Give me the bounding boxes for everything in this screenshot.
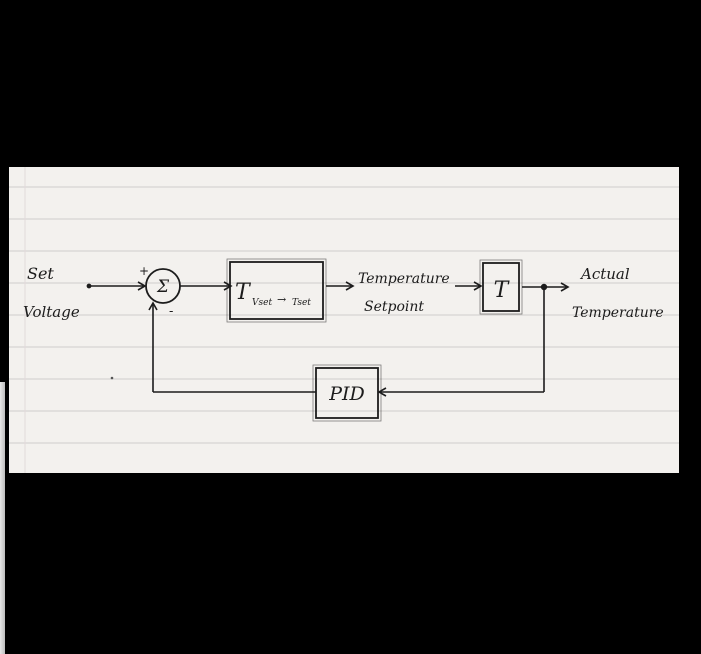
transfer-block-main: T bbox=[235, 280, 252, 305]
sum-minus-sign: - bbox=[169, 304, 173, 319]
plant-block: T bbox=[479, 259, 523, 315]
pid-block: PID bbox=[312, 364, 382, 422]
transfer-to-setpoint-arrow bbox=[326, 281, 355, 291]
input-label-line2: Voltage bbox=[23, 303, 80, 321]
pid-block-label: PID bbox=[328, 383, 365, 405]
block-diagram: Set Voltage Σ + - T Vset → Tset bbox=[9, 167, 679, 473]
transfer-block-sub2: Tset bbox=[292, 298, 311, 308]
stray-dot bbox=[110, 376, 114, 380]
input-label-line1: Set bbox=[27, 264, 54, 283]
sum-plus-sign: + bbox=[139, 264, 149, 278]
output-label-line1: Actual bbox=[579, 265, 630, 283]
plant-to-output-arrow bbox=[522, 282, 570, 292]
setpoint-label-line1: Temperature bbox=[358, 271, 450, 287]
transfer-block-arrow: → bbox=[277, 293, 286, 306]
input-arrow bbox=[86, 281, 147, 291]
notebook-paper: Set Voltage Σ + - T Vset → Tset bbox=[9, 167, 679, 473]
output-label-line2: Temperature bbox=[572, 305, 664, 321]
summing-junction: Σ bbox=[145, 268, 181, 304]
transfer-block-sub1: Vset bbox=[252, 298, 272, 308]
plant-block-label: T bbox=[494, 278, 511, 303]
feedback-path bbox=[148, 287, 545, 397]
setpoint-label-line2: Setpoint bbox=[364, 299, 424, 315]
sum-symbol: Σ bbox=[156, 277, 170, 297]
ruled-lines bbox=[9, 186, 679, 444]
transfer-block: T Vset → Tset bbox=[226, 258, 327, 323]
setpoint-to-plant-arrow bbox=[455, 281, 483, 291]
junction-to-transfer-arrow bbox=[180, 281, 233, 291]
screen-edge bbox=[0, 382, 5, 654]
